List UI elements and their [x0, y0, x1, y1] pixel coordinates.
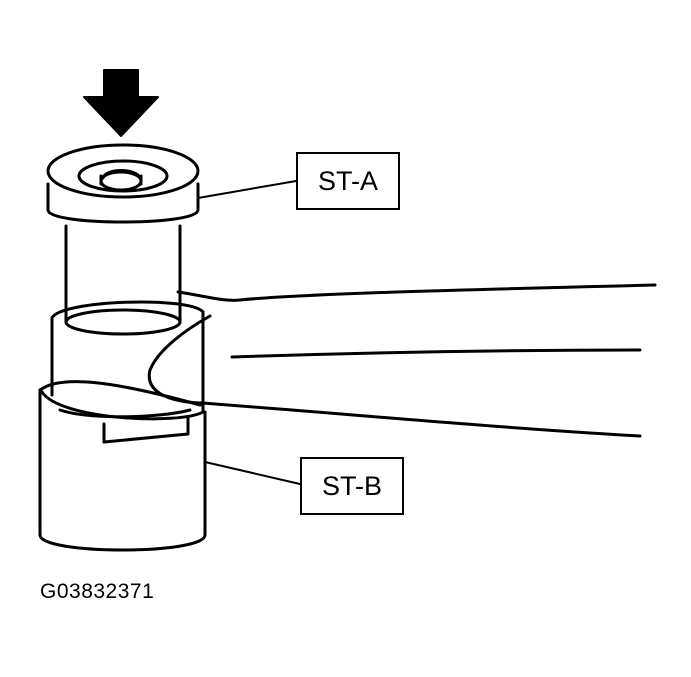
tool-st-a-shaft	[64, 224, 182, 336]
tool-st-a-head	[46, 143, 200, 224]
figure-id: G03832371	[40, 580, 155, 603]
callout-st-a-label: ST-A	[317, 165, 378, 196]
force-arrow-icon	[83, 69, 159, 137]
tool-st-b	[38, 380, 207, 552]
leader-line-st-b	[204, 461, 301, 485]
suspension-arm	[147, 283, 657, 438]
callout-st-a: ST-A	[296, 152, 400, 210]
callout-st-b-label: ST-B	[321, 470, 382, 501]
callout-st-b: ST-B	[300, 457, 404, 515]
leader-line-st-a	[197, 180, 297, 199]
bushing-sleeve	[50, 300, 205, 414]
